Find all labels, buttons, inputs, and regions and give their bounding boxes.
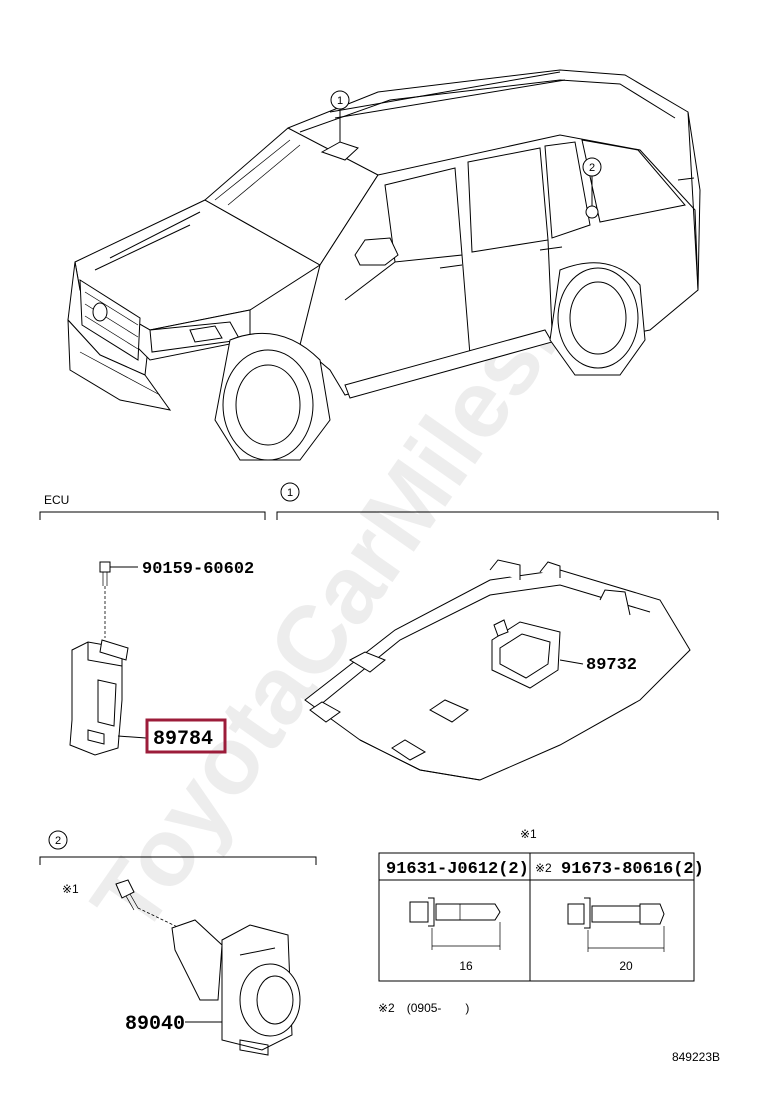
table-col2-dim: 20 xyxy=(619,959,633,973)
ecu-label: ECU xyxy=(44,493,69,507)
section-header-2: 2 xyxy=(39,830,317,865)
sensor-assembly: ※1 89040 xyxy=(62,879,301,1056)
star1-marker-bolt: ※1 xyxy=(62,882,79,896)
roof-assembly: 89732 xyxy=(304,559,691,781)
star1-note: ※1 xyxy=(520,827,537,841)
part-number-sensor-body: 89040 xyxy=(125,1013,185,1036)
section-callout-1: 1 xyxy=(287,487,293,499)
part-number-sensor-roof: 89732 xyxy=(586,656,637,675)
section-header-1: 1 xyxy=(276,482,719,520)
part-number-bolt-ecu: 90159-60602 xyxy=(142,560,254,579)
vehicle-callout-2: 2 xyxy=(589,162,595,174)
section-header-ecu: ECU xyxy=(39,493,266,520)
section-callout-2: 2 xyxy=(55,835,61,847)
diagram-code: 849223B xyxy=(672,1050,720,1064)
ecu-assembly: 90159-60602 89784 xyxy=(69,560,254,756)
ecu-highlight-box xyxy=(145,718,227,754)
vehicle-illustration: 1 2 xyxy=(67,69,701,461)
table-col1-dim: 16 xyxy=(459,959,473,973)
bolt-table: 91631-J0612(2) ※2 91673-80616(2) 16 20 xyxy=(378,852,704,982)
table-col1-part: 91631-J0612(2) xyxy=(386,860,529,879)
vehicle-callout-1: 1 xyxy=(337,95,343,107)
part-number-ecu[interactable]: 89784 xyxy=(153,728,213,751)
table-col2-part: 91673-80616(2) xyxy=(561,860,704,879)
footnote: ※2 (0905- ) xyxy=(378,1001,469,1015)
table-col2-marker: ※2 xyxy=(535,861,552,875)
